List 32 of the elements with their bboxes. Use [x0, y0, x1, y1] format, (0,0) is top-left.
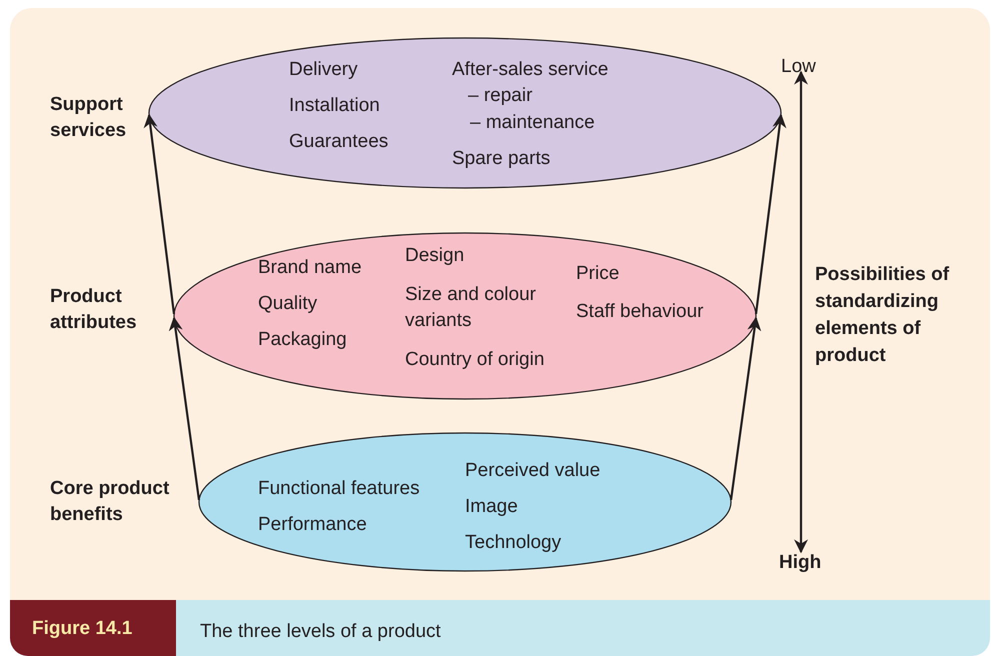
axis-description: Possibilities of standardizing elements of product	[815, 263, 950, 368]
element-text: Price	[576, 262, 620, 286]
scale-label: High	[779, 551, 822, 575]
element-text: Functional features	[258, 477, 420, 501]
level-label: Product attributes	[50, 285, 138, 335]
level-label: Support services	[50, 93, 128, 143]
element-text: Delivery	[289, 58, 358, 82]
element-text: Quality	[258, 292, 318, 316]
level-label: Core product benefits	[50, 477, 170, 527]
arrow	[168, 316, 200, 500]
element-text: Perceived value	[465, 459, 600, 483]
element-text: Size and colour variants	[405, 283, 537, 333]
element-text: Guarantees	[289, 130, 388, 154]
element-text: Country of origin	[405, 348, 544, 372]
element-text: – repair	[468, 84, 532, 108]
element-text: Image	[465, 495, 518, 519]
arrow	[754, 114, 786, 314]
element-text: Performance	[258, 513, 367, 537]
scale-label: Low	[781, 55, 816, 79]
figure-caption: The three levels of a product	[200, 620, 441, 644]
arrow	[144, 114, 176, 314]
figure-number: Figure 14.1	[32, 617, 132, 641]
element-text: – maintenance	[470, 111, 595, 135]
element-text: Staff behaviour	[576, 300, 704, 324]
element-text: Installation	[289, 94, 380, 118]
element-text: Spare parts	[452, 147, 550, 171]
element-text: Technology	[465, 531, 562, 555]
arrow	[730, 316, 762, 500]
element-text: Packaging	[258, 328, 347, 352]
element-text: Design	[405, 244, 464, 268]
element-text: Brand name	[258, 256, 362, 280]
element-text: After-sales service	[452, 58, 608, 82]
